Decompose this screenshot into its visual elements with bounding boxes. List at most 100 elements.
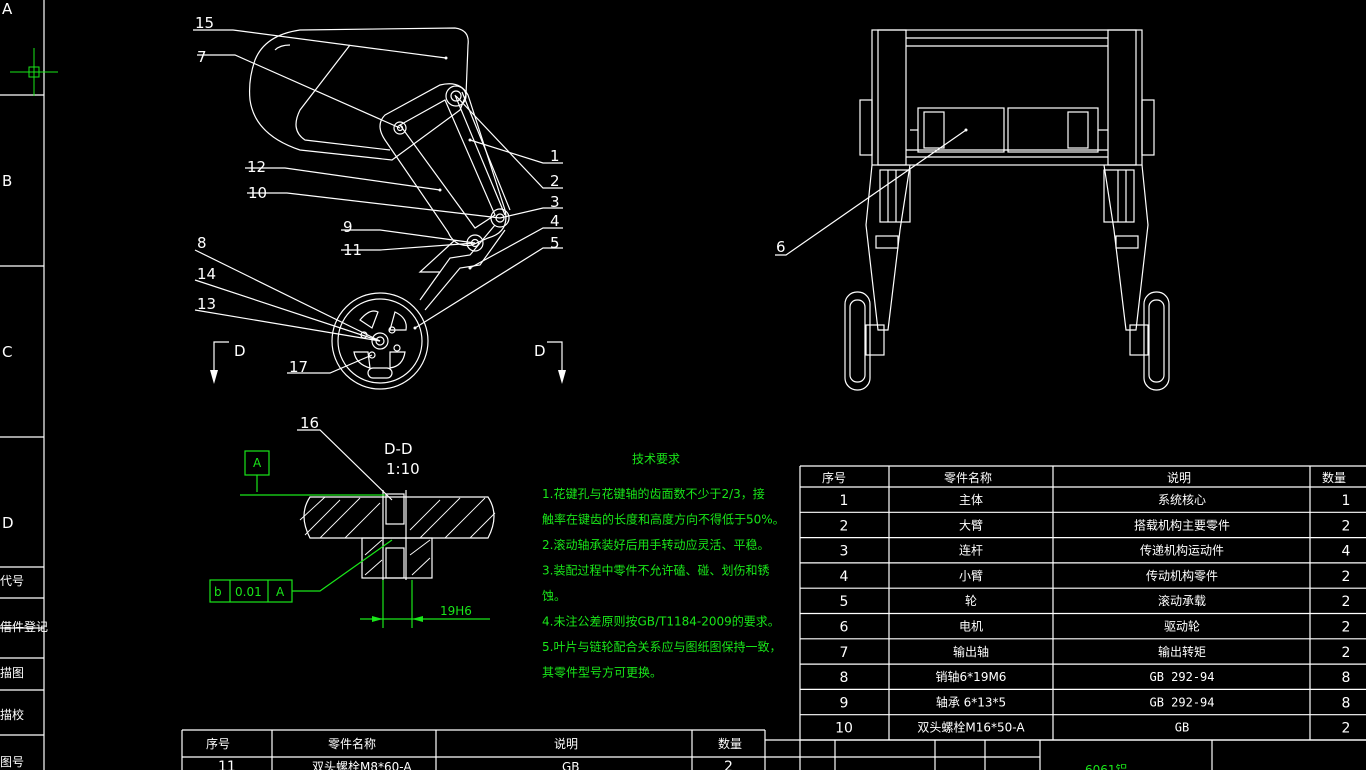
title-block: [765, 739, 1366, 770]
callout-6: 6: [776, 238, 786, 256]
callout-9: 9: [343, 218, 353, 236]
gdt-annotations: [209, 450, 490, 628]
parts-header-desc: 说明: [1167, 470, 1191, 485]
lower-cell-name: 双头螺栓M8*60-A: [312, 759, 412, 770]
section-scale: 1:10: [386, 460, 420, 478]
parts-table-row: 10 双头螺栓M16*50-A GB 2: [835, 720, 1350, 737]
row-part-name: 电机: [959, 620, 983, 634]
row-number: 6: [840, 620, 849, 636]
section-view: [299, 490, 496, 580]
zone-d-label: D: [2, 514, 14, 532]
row-quantity: 2: [1342, 569, 1351, 585]
leader-line-6: [775, 129, 967, 256]
zone-a-label: A: [2, 0, 13, 18]
callout-8: 8: [197, 234, 207, 252]
row-number: 7: [840, 645, 849, 661]
row-part-name: 连杆: [959, 543, 983, 558]
row-quantity: 2: [1342, 721, 1351, 737]
row-description: GB 292-94: [1149, 670, 1214, 684]
leader-lines-side: [193, 29, 563, 374]
lower-table: [181, 729, 766, 770]
tech-req-lines: 1.花键孔与花键轴的齿面数不少于2/3，接 触率在键齿的长度和高度方向不得低于5…: [542, 486, 785, 680]
tech-req-line: 1.花键孔与花键轴的齿面数不少于2/3，接: [542, 486, 765, 501]
row-description: 搭载机构主要零件: [1134, 517, 1230, 532]
row-description: GB: [1175, 721, 1189, 735]
leader-line-16: [297, 429, 393, 501]
side-label-trace: 描图: [0, 666, 24, 680]
callout-2: 2: [550, 172, 560, 190]
lower-cell-desc: GB: [562, 760, 580, 770]
front-view-assembly: [844, 29, 1170, 391]
row-part-name: 双头螺栓M16*50-A: [917, 720, 1025, 735]
lower-header-name: 零件名称: [328, 736, 376, 751]
section-mark-left: D: [234, 342, 246, 360]
lower-header-no: 序号: [206, 736, 230, 751]
material-label: 6061铝: [1085, 762, 1128, 770]
callout-15: 15: [195, 14, 214, 32]
callout-3: 3: [550, 193, 560, 211]
parts-table: [799, 465, 1366, 741]
row-part-name: 大臂: [959, 518, 983, 532]
zone-b-label: B: [2, 172, 12, 190]
row-description: 驱动轮: [1164, 620, 1200, 634]
lower-cell-no: 11: [218, 759, 236, 770]
row-quantity: 2: [1342, 594, 1351, 610]
side-label-code: 代号: [0, 574, 24, 588]
tech-req-line: 4.未注公差原则按GB/T1184-2009的要求。: [542, 614, 780, 629]
row-description: 滚动承载: [1158, 593, 1206, 608]
row-number: 5: [840, 594, 849, 610]
lower-header-qty: 数量: [718, 736, 742, 751]
tech-req-line: 蚀。: [542, 589, 566, 603]
row-number: 4: [840, 569, 849, 585]
callout-10: 10: [248, 184, 267, 202]
tolerance-value: 0.01: [235, 585, 262, 599]
callout-11: 11: [343, 241, 362, 259]
row-number: 9: [840, 695, 849, 711]
parts-table-row: 4 小臂 传动机构零件 2: [840, 568, 1351, 585]
row-part-name: 轴承 6*13*5: [936, 694, 1006, 709]
row-number: 3: [840, 544, 849, 560]
row-part-name: 小臂: [959, 569, 983, 583]
side-label-borrow: 借件登记: [0, 619, 48, 634]
row-description: 传动机构零件: [1146, 568, 1218, 583]
tech-req-title: 技术要求: [632, 452, 680, 466]
callout-4: 4: [550, 212, 560, 230]
row-description: 输出转矩: [1158, 644, 1206, 659]
section-title: D-D: [384, 440, 413, 458]
lower-header-desc: 说明: [554, 736, 578, 751]
callout-7: 7: [197, 48, 207, 66]
side-label-check: 描校: [0, 707, 24, 722]
row-quantity: 4: [1342, 544, 1351, 560]
row-number: 10: [835, 721, 853, 737]
row-part-name: 主体: [959, 493, 983, 507]
callout-17: 17: [289, 358, 308, 376]
zone-c-label: C: [2, 343, 12, 361]
row-number: 2: [840, 518, 849, 534]
crosshair-cursor: [10, 48, 58, 96]
parts-header-no: 序号: [822, 470, 846, 485]
row-quantity: 2: [1342, 518, 1351, 534]
callout-14: 14: [197, 265, 216, 283]
parts-header-qty: 数量: [1322, 470, 1346, 485]
callout-5: 5: [550, 234, 560, 252]
row-quantity: 8: [1342, 695, 1351, 711]
tech-req-line: 2.滚动轴承装好后用手转动应灵活、平稳。: [542, 537, 769, 552]
callout-16: 16: [300, 414, 319, 432]
tolerance-symbol: b: [214, 585, 222, 599]
tech-req-line: 触率在键齿的长度和高度方向不得低于50%。: [542, 512, 785, 527]
row-quantity: 8: [1342, 670, 1351, 686]
tech-req-line: 5.叶片与链轮配合关系应与图纸图保持一致，: [542, 639, 781, 654]
fit-dimension: 19H6: [440, 604, 472, 618]
section-mark-right: D: [534, 342, 546, 360]
parts-header-name: 零件名称: [944, 470, 992, 485]
side-view-mechanism: [248, 27, 511, 390]
tolerance-datum: A: [276, 585, 285, 599]
lower-cell-qty: 2: [724, 759, 733, 770]
row-quantity: 2: [1342, 620, 1351, 636]
